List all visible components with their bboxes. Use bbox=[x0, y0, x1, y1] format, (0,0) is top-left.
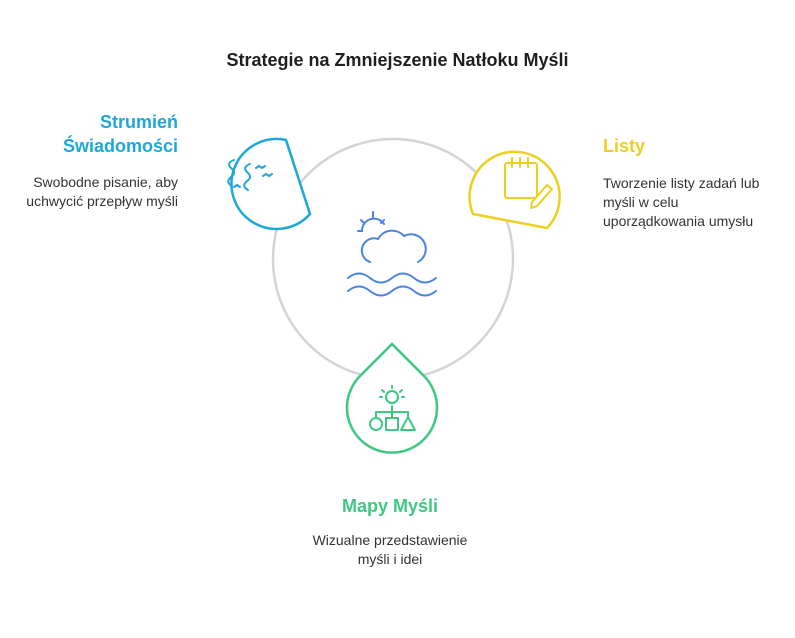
node-right-label: Listy bbox=[603, 136, 646, 156]
notepad-pencil-icon bbox=[504, 157, 553, 209]
node-bottom-label: Mapy Myśli bbox=[341, 496, 439, 516]
node-left-marker bbox=[230, 137, 312, 231]
node-left-label: Strumień Świadomości bbox=[8, 110, 178, 158]
node-right-description: Tworzenie listy zadań lub myśli w celu u… bbox=[603, 175, 760, 229]
mind-map-icon bbox=[369, 385, 416, 431]
node-bottom-description: Wizualne przedstawienie myśli i idei bbox=[312, 532, 468, 567]
sun-clouds-waves-icon bbox=[347, 211, 437, 297]
diagram-title: Strategie na Zmniejszenie Natłoku Myśli bbox=[226, 50, 569, 70]
node-bottom-marker bbox=[345, 342, 439, 454]
node-left-label-line1: Strumień bbox=[99, 112, 178, 132]
node-left-description: Swobodne pisanie, aby uchwycić przepływ … bbox=[26, 174, 178, 209]
river-icon bbox=[227, 159, 273, 191]
node-left-label-line2: Świadomości bbox=[62, 136, 178, 156]
